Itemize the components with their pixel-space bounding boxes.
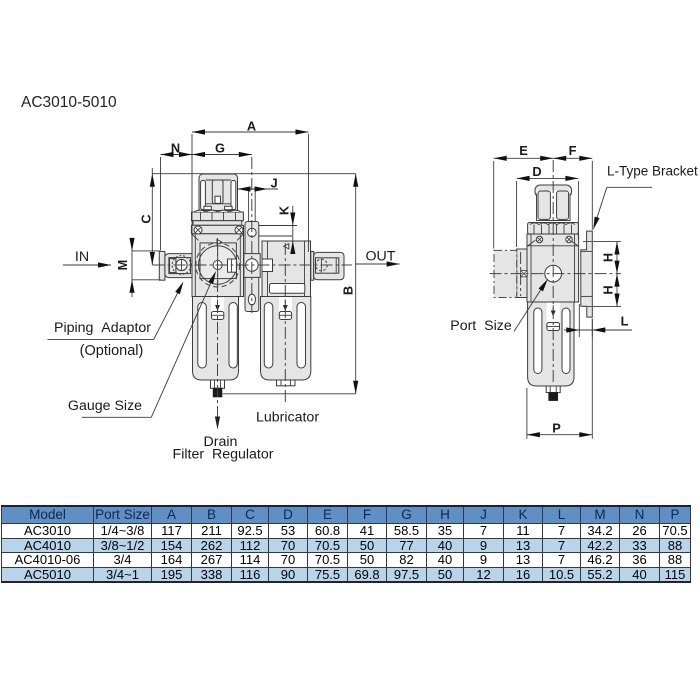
svg-text:J: J [270, 175, 277, 190]
svg-text:N: N [171, 140, 180, 155]
svg-text:AC3010-5010: AC3010-5010 [21, 94, 117, 111]
svg-text:D: D [532, 164, 541, 179]
svg-text:H: H [601, 253, 616, 262]
svg-text:Filter Regulator: Filter Regulator [173, 447, 274, 463]
svg-text:B: B [340, 286, 355, 295]
svg-text:Drain: Drain [204, 434, 238, 450]
svg-text:F: F [569, 143, 577, 158]
svg-text:E: E [519, 143, 528, 158]
svg-text:L: L [621, 313, 629, 328]
svg-text:A: A [247, 119, 256, 134]
svg-text:H: H [601, 285, 616, 294]
svg-text:(Optional): (Optional) [80, 343, 144, 359]
svg-text:K: K [277, 205, 292, 215]
svg-text:G: G [215, 140, 225, 155]
svg-text:Piping Adaptor: Piping Adaptor [54, 320, 151, 336]
svg-text:OUT: OUT [366, 248, 396, 264]
svg-text:IN: IN [75, 249, 89, 265]
svg-text:C: C [138, 214, 153, 223]
svg-text:P: P [552, 421, 561, 436]
svg-text:Lubricator: Lubricator [256, 410, 319, 426]
svg-text:L-Type Bracket: L-Type Bracket [607, 164, 698, 179]
svg-text:M: M [115, 260, 130, 271]
svg-text:Gauge Size: Gauge Size [68, 398, 142, 414]
svg-text:Port Size: Port Size [450, 318, 512, 334]
